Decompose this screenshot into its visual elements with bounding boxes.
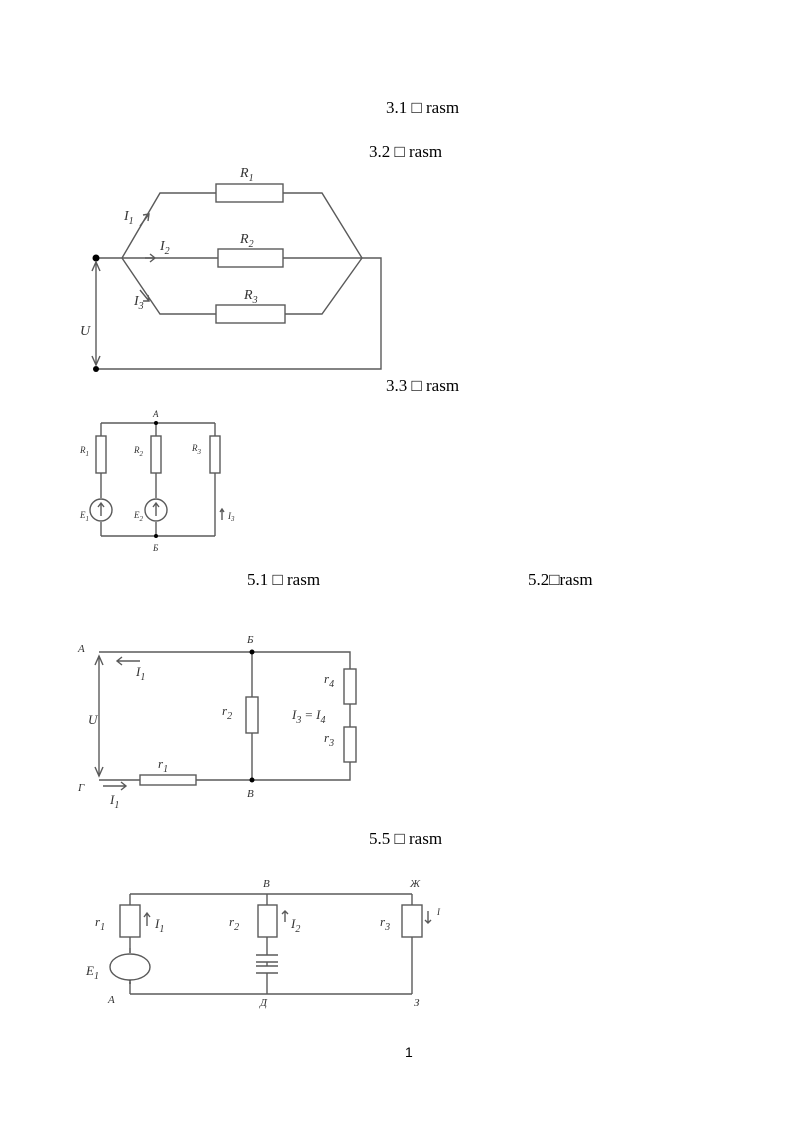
arrow-right-icon [103,781,128,791]
label-i1-bottom: I1 [109,792,119,811]
generator-e1 [109,953,151,981]
circuit-diagram-3-2: R1 R2 R3 I1 I2 I3 U [80,166,382,372]
node-label-v: В [247,788,254,800]
label-r1: r1 [158,756,168,775]
resistor-r3 [215,304,286,324]
capacitor [256,954,278,963]
arrow-down-icon [424,911,432,924]
circuit-diagram-5-5: В Ж А Д З r1 r2 r3 I1 I2 I E1 [85,878,441,1009]
resistor-r1 [119,904,141,938]
label-r3: r3 [380,914,390,933]
arrow-up-icon [91,260,101,272]
resistor-r1 [215,183,284,203]
terminal-node-bottom [93,366,99,372]
label-u: U [80,324,91,339]
caption-3-3: 3.3 □ rasm [386,376,460,395]
label-e1: E1 [85,963,99,982]
node-label-a: A [152,409,159,419]
resistor-r4 [343,668,357,705]
circuit-diagram-5: A Б В Г I1 I1 U r1 r2 r4 r3 I3=I4 [77,634,357,811]
label-current-equation: I3=I4 [291,707,325,726]
arrow-up-icon [97,501,105,516]
resistor-r3 [343,726,357,763]
node-label-z: З [414,997,420,1009]
arrow-up-icon [143,911,151,926]
current-arrow-icon [139,213,150,227]
arrow-up-icon [281,910,289,922]
node-label-g: Г [77,782,85,794]
resistor-r2 [257,904,278,938]
node-label-a: А [107,994,115,1006]
caption-5-5: 5.5 □ rasm [369,829,443,848]
arrow-up-icon [94,654,104,666]
resistor-r1 [95,435,107,474]
resistor-r2 [245,696,259,734]
node-dot [154,421,158,425]
label-i2: I2 [290,916,300,935]
label-i1: I1 [154,916,164,935]
label-e1: E1 [79,510,89,523]
caption-3-1: 3.1 □ rasm [386,98,460,117]
label-r4: r4 [324,671,334,690]
terminal-node-top [92,254,100,262]
node-label-b: Б [152,543,159,553]
label-r1: R1 [239,166,254,184]
node-label-d: Д [259,997,268,1009]
node-label-b: Б [246,634,254,646]
label-r3: R3 [243,288,258,306]
caption-5-1: 5.1 □ rasm [247,570,321,589]
label-r2: R2 [239,232,254,250]
circuit-diagram-3-3: A Б R1 R2 R3 E1 E2 I3 [79,409,235,553]
resistor-r1 [139,774,197,786]
node-dot [249,777,255,783]
node-label-zh: Ж [409,878,421,890]
label-i3: I3 [227,511,235,523]
label-i1: I1 [123,209,134,227]
current-arrow-icon [139,289,150,302]
resistor-r3 [401,904,423,938]
label-i1-top: I1 [135,664,145,683]
resistor-r3 [209,435,221,474]
page-number: 1 [405,1044,413,1060]
label-r1: r1 [95,914,105,933]
label-r2: r2 [222,703,232,722]
label-r1: R1 [79,445,89,458]
label-r2: R2 [133,445,144,458]
node-label-a: A [77,643,85,655]
label-u: U [88,712,99,727]
label-r3: r3 [324,730,334,749]
arrow-left-icon [115,656,140,666]
resistor-r2 [217,248,284,268]
current-arrow-icon [145,253,157,263]
label-i3: I3 [133,294,144,312]
label-e2: E2 [133,510,144,523]
label-r2: r2 [229,914,239,933]
label-i: I [436,907,441,917]
node-dot [249,649,255,655]
resistor-r2 [150,435,162,474]
arrow-up-icon [219,507,225,520]
arrow-down-icon [91,355,101,367]
caption-5-2: 5.2□rasm [528,570,593,589]
caption-3-2: 3.2 □ rasm [369,142,443,161]
node-dot [154,534,158,538]
arrow-up-icon [152,501,160,516]
label-i2: I2 [159,239,170,257]
node-label-v: В [263,878,270,890]
label-r3: R3 [191,443,202,456]
arrow-down-icon [94,766,104,778]
